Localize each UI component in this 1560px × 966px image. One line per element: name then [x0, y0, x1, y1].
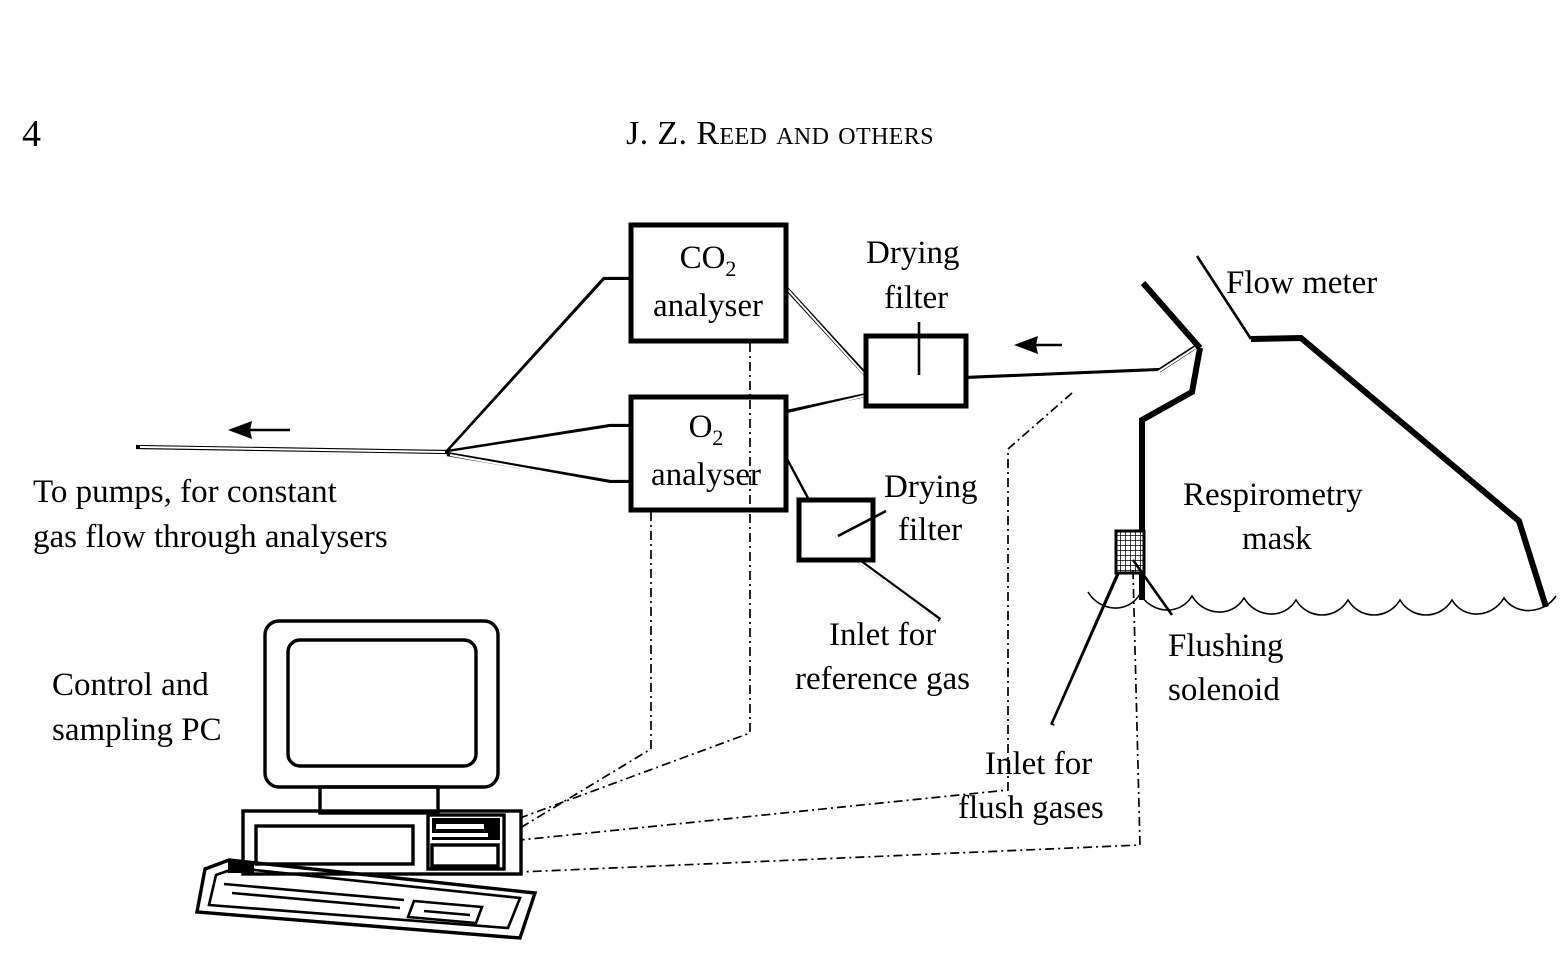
o2-analyser-box[interactable]: O2 analyser [628, 394, 789, 513]
tube-junction-to-o2-upper [446, 423, 632, 455]
tube-reference-gas-inlet [856, 558, 942, 622]
tube-co2-to-drying-filter [784, 286, 868, 377]
flow-arrow-from-mask-icon [1014, 336, 1062, 354]
respirometry-mask[interactable] [1087, 334, 1557, 616]
page-number: 4 [22, 113, 41, 155]
inlet-flush-gases-label-line2: flush gases [958, 790, 1104, 826]
o2-analyser-label-line1: O2 [689, 409, 724, 450]
flushing-solenoid-label-line2: solenoid [1168, 672, 1280, 708]
control-sampling-pc[interactable] [194, 619, 538, 940]
tube-o2-to-drying-filter [785, 392, 867, 415]
flow-meter[interactable] [1140, 255, 1253, 350]
drying-filter-top[interactable] [863, 322, 969, 409]
inlet-flush-gases-label-line1: Inlet for [985, 746, 1092, 782]
respirometry-mask-label-line2: mask [1242, 521, 1312, 557]
to-pumps-label-line1: To pumps, for constant [33, 474, 337, 510]
flow-arrow-to-pumps-icon [228, 421, 290, 439]
control-line-solenoid [519, 569, 1141, 873]
drying-filter-top-label-line1: Drying [866, 235, 960, 271]
tube-junction-to-o2-lower [446, 451, 632, 485]
drying-filter-top-label-line2: filter [884, 280, 948, 316]
tube-filter-to-mask [965, 342, 1202, 381]
to-pumps-label-line2: gas flow through analysers [33, 519, 388, 555]
control-line-o2 [519, 512, 652, 829]
inlet-reference-gas-label-line2: reference gas [795, 661, 970, 697]
drying-filter-bottom-label-line2: filter [898, 512, 962, 548]
inlet-reference-gas-label-line1: Inlet for [829, 617, 936, 653]
running-head-authors: Reed and others [696, 115, 935, 152]
tube-to-pumps [135, 444, 448, 455]
flushing-solenoid-label-line1: Flushing [1168, 628, 1284, 664]
drying-filter-bottom[interactable] [796, 497, 887, 563]
tube-o2-to-lower-drying-filter [784, 454, 812, 501]
flow-meter-label: Flow meter [1226, 265, 1377, 301]
flushing-solenoid[interactable] [1114, 529, 1174, 616]
tube-flush-gas-inlet [1050, 569, 1123, 726]
tube-junction-to-co2 [445, 276, 630, 454]
co2-analyser-box[interactable]: CO2 analyser [628, 222, 789, 344]
respirometry-mask-label-line1: Respirometry [1183, 477, 1363, 513]
running-head: J. Z. Reed and others [0, 115, 1560, 153]
drying-filter-bottom-label-line1: Drying [884, 469, 978, 505]
o2-analyser-label-line2: analyser [651, 457, 761, 493]
co2-analyser-label-line2: analyser [653, 288, 763, 324]
control-pc-label-line2: sampling PC [52, 712, 222, 748]
co2-analyser-label-line1: CO2 [680, 240, 737, 281]
control-line-co2 [519, 343, 751, 819]
control-pc-label-line1: Control and [52, 667, 209, 703]
control-line-flowmeter [519, 392, 1073, 841]
running-head-initials: J. Z. [625, 115, 697, 152]
